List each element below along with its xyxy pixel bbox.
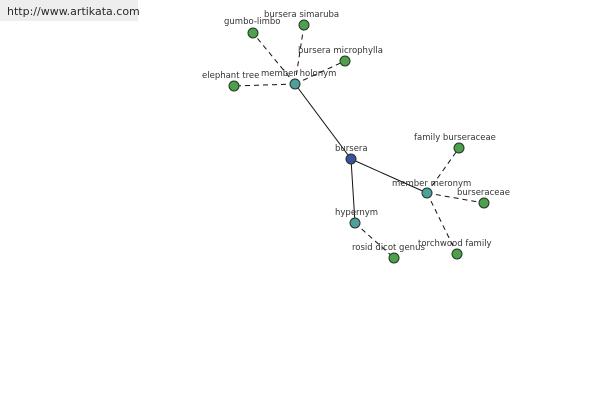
node-label-family-burseraceae[interactable]: family burseraceae [414,133,496,143]
edge-bursera-to-member-meronym [350,158,428,194]
edge-member-meronym-to-torchwood-family [426,192,458,255]
node-hypernym[interactable] [349,217,361,229]
graph-nodes [228,19,490,264]
node-family-burseraceae[interactable] [453,142,465,154]
edge-bursera-to-hypernym [350,158,356,224]
edge-member-meronym-to-family-burseraceae [426,147,460,194]
edge-member-holonym-to-gumbo-limbo [252,32,296,85]
node-label-burseraceae[interactable]: burseraceae [457,188,510,198]
node-burseraceae[interactable] [478,197,490,209]
node-label-elephant-tree[interactable]: elephant tree [202,71,259,81]
graph-labels: bursera member holonym member meronym hyper… [202,10,510,253]
node-label-member-holonym[interactable]: member holonym [261,69,336,79]
node-label-bursera-simaruba[interactable]: bursera simaruba [264,10,339,20]
node-bursera-microphylla[interactable] [339,55,351,67]
url-bar: http://www.artikata.com [0,0,140,21]
node-elephant-tree[interactable] [228,80,240,92]
edge-member-meronym-to-burseraceae [426,192,485,204]
edge-member-holonym-to-bursera-microphylla [294,60,346,85]
node-bursera[interactable] [345,153,357,165]
node-label-rosid-dicot-genus[interactable]: rosid dicot genus [352,243,425,253]
node-label-torchwood-family[interactable]: torchwood family [418,239,492,249]
node-label-member-meronym[interactable]: member meronym [392,179,471,189]
node-member-holonym[interactable] [289,78,301,90]
edge-member-holonym-to-bursera-simaruba [294,24,305,85]
node-label-gumbo-limbo[interactable]: gumbo-limbo [224,17,280,27]
node-gumbo-limbo[interactable] [247,27,259,39]
site-url[interactable]: http://www.artikata.com [7,5,140,18]
node-label-bursera-microphylla[interactable]: bursera microphylla [298,46,383,56]
graph-edges [233,24,485,259]
node-rosid-dicot-genus[interactable] [388,252,400,264]
node-label-hypernym[interactable]: hypernym [335,208,378,218]
node-member-meronym[interactable] [421,187,433,199]
node-bursera-simaruba[interactable] [298,19,310,31]
edge-bursera-to-member-holonym [294,83,352,160]
edge-member-holonym-to-elephant-tree [233,83,296,87]
node-torchwood-family[interactable] [451,248,463,260]
node-label-bursera[interactable]: bursera [335,144,368,154]
